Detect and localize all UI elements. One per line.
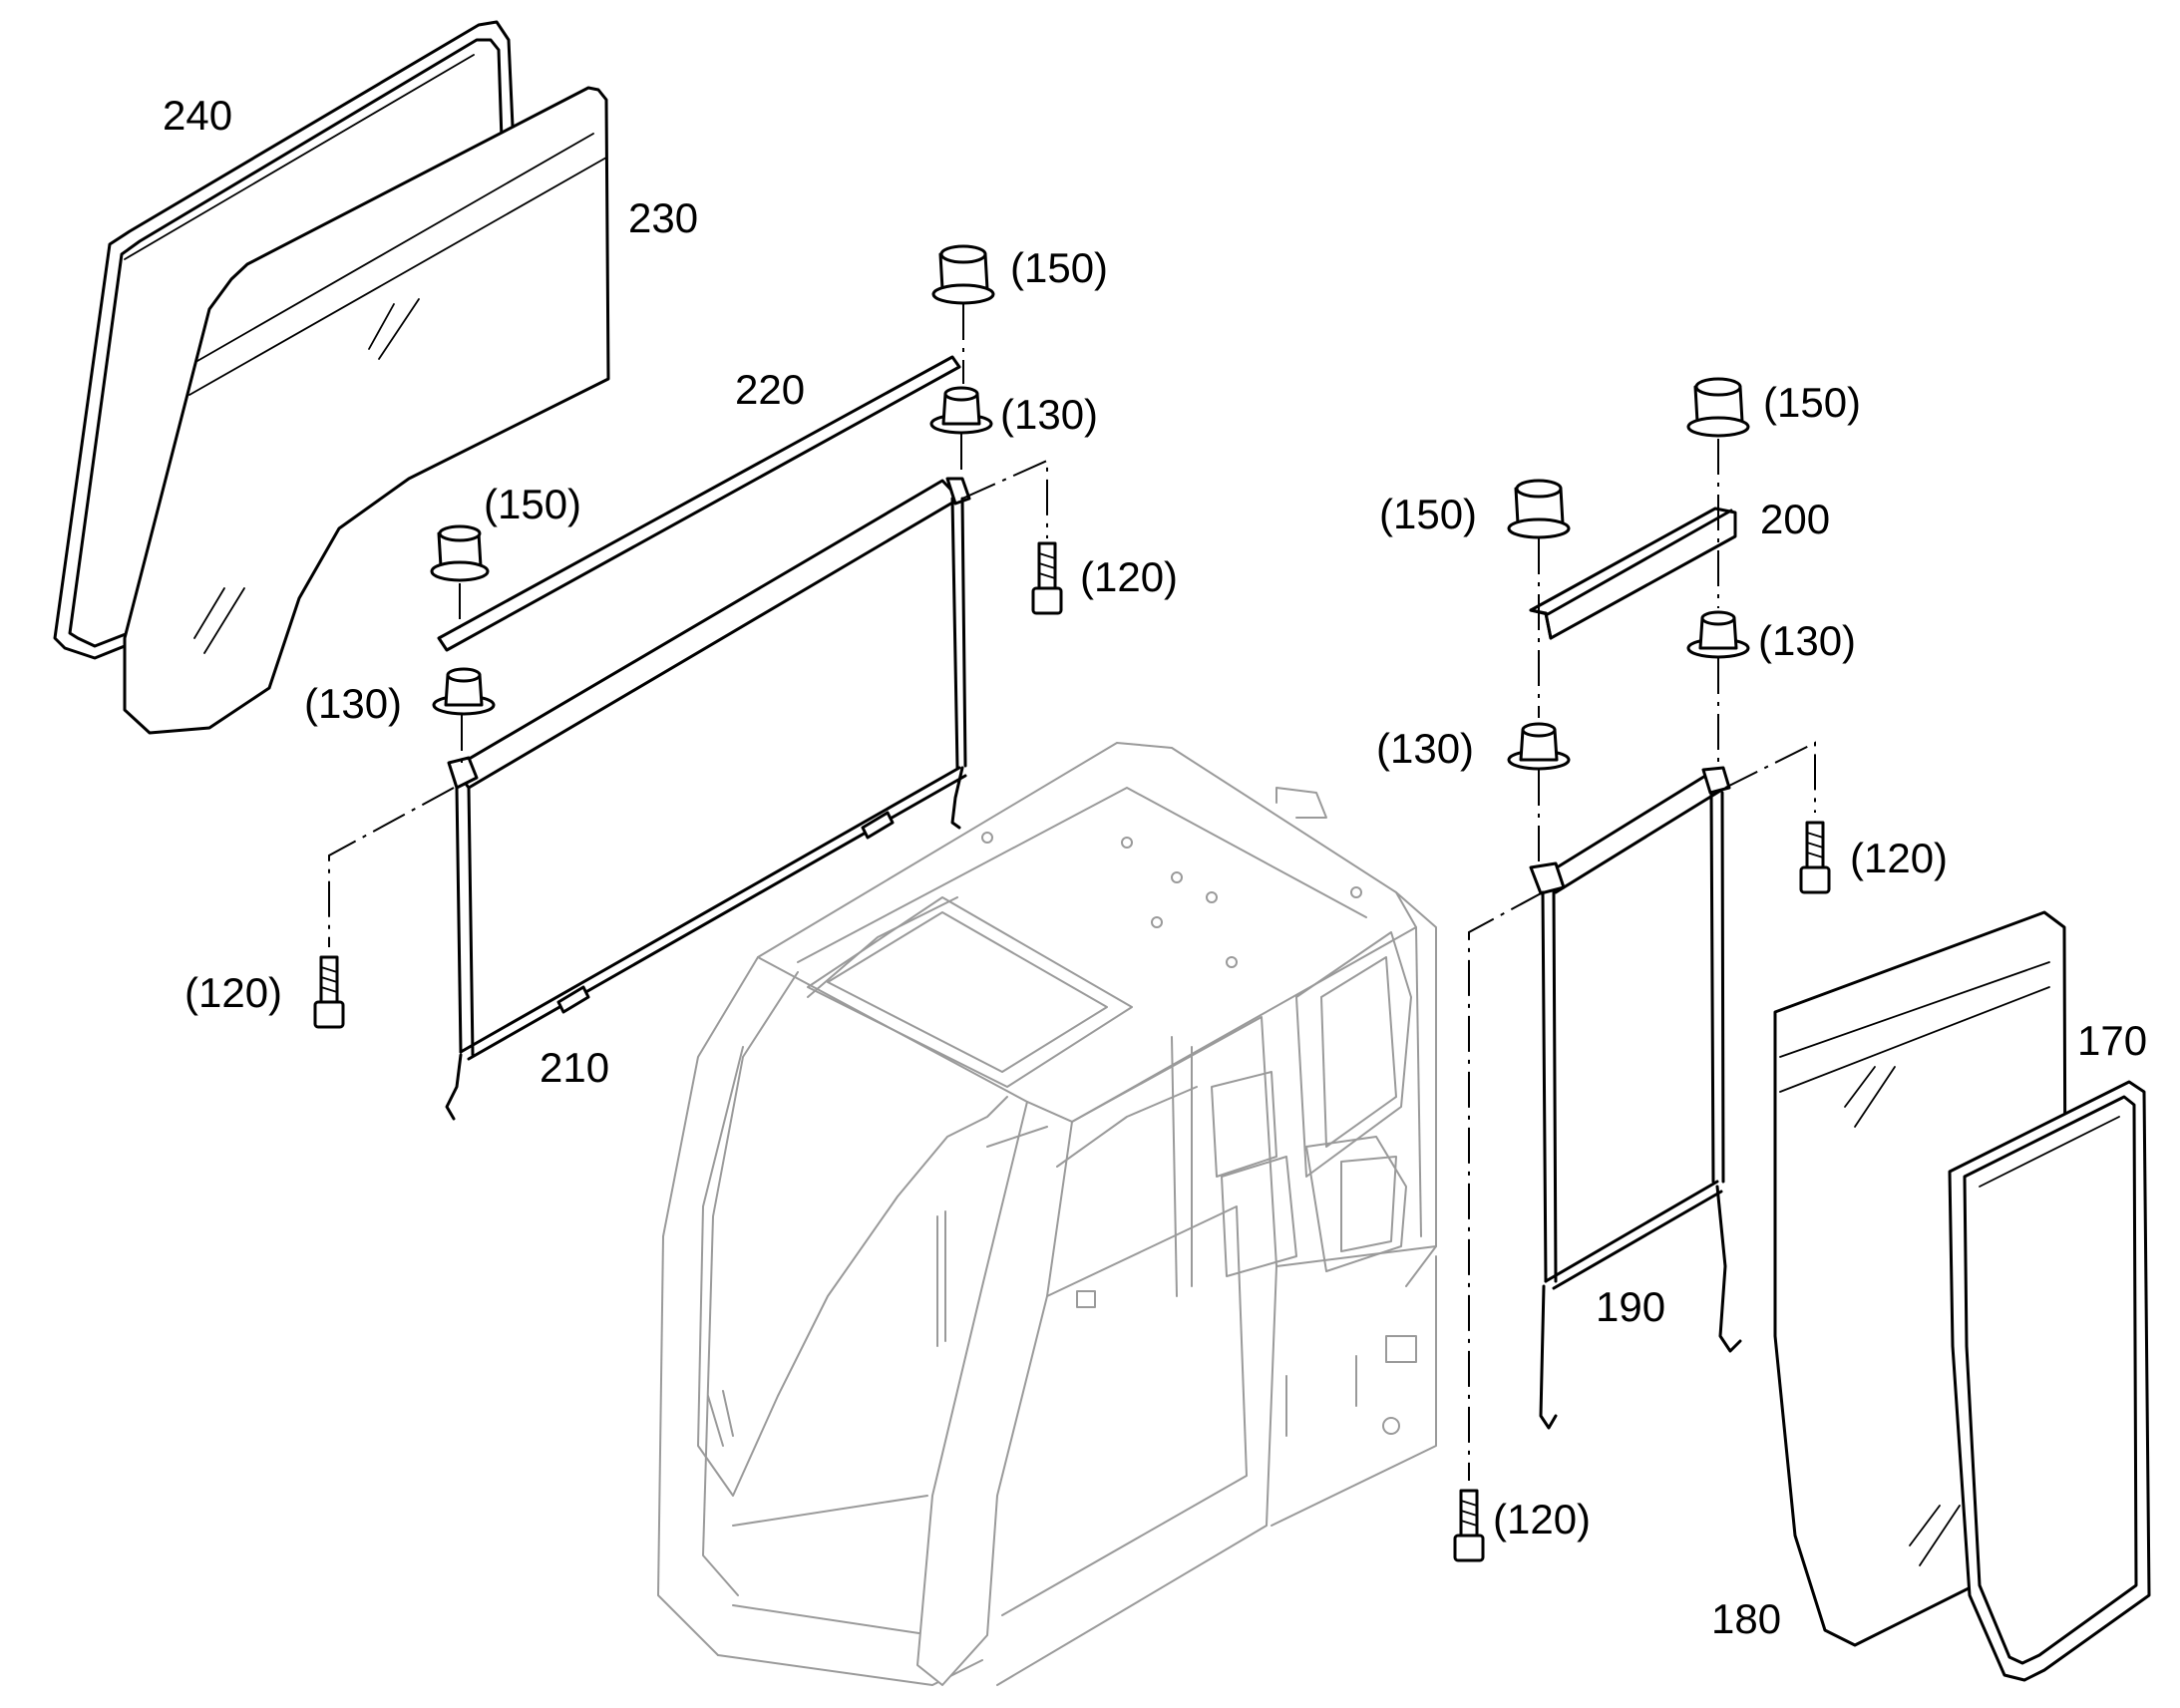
bushing-130-b: [432, 667, 496, 716]
bolt-120-a: [1031, 541, 1063, 615]
part-190-sunshade-right: [1529, 766, 1742, 1430]
callout-240: 240: [163, 92, 232, 139]
callout-130-top-left: (130): [1000, 391, 1098, 438]
callout-230: 230: [628, 194, 698, 241]
bushing-130-a: [929, 386, 993, 435]
callout-120-right: (120): [1850, 835, 1948, 881]
callout-220: 220: [735, 366, 805, 413]
callout-120-left: (120): [184, 969, 282, 1016]
part-210-sunshade-left: [445, 477, 971, 1121]
callout-120-top-left: (120): [1080, 553, 1178, 600]
part-230-left-glass: [123, 86, 610, 735]
bolt-120-b: [313, 955, 345, 1029]
callout-150-top-left: (150): [1010, 244, 1108, 291]
callout-150-right: (150): [1379, 491, 1477, 537]
callout-190: 190: [1596, 1283, 1665, 1330]
callout-130-top-right: (130): [1758, 617, 1856, 664]
knob-150-c: [1686, 377, 1750, 438]
bushing-130-d: [1507, 722, 1571, 771]
callout-120-bottom: (120): [1493, 1496, 1591, 1542]
knob-150-b: [430, 524, 490, 582]
assembly-center-lines: [328, 304, 1816, 1481]
cab-body: [657, 742, 1437, 1686]
callout-170: 170: [2077, 1017, 2147, 1064]
callout-210: 210: [540, 1044, 609, 1091]
callout-130-left: (130): [304, 680, 402, 727]
bushing-130-c: [1686, 610, 1750, 659]
callout-130-right: (130): [1376, 725, 1474, 772]
part-170-right-glass-seal: [1948, 1080, 2151, 1682]
callout-150-top-right: (150): [1763, 379, 1861, 426]
bolt-120-c: [1799, 821, 1831, 894]
callout-200: 200: [1760, 496, 1830, 542]
part-220-rod: [437, 355, 961, 652]
callout-150-left: (150): [484, 481, 581, 527]
bolt-120-d: [1453, 1489, 1485, 1562]
knob-150-a: [931, 244, 995, 305]
knob-150-d: [1507, 479, 1571, 539]
part-200-bracket: [1529, 507, 1737, 640]
callout-180: 180: [1711, 1595, 1781, 1642]
